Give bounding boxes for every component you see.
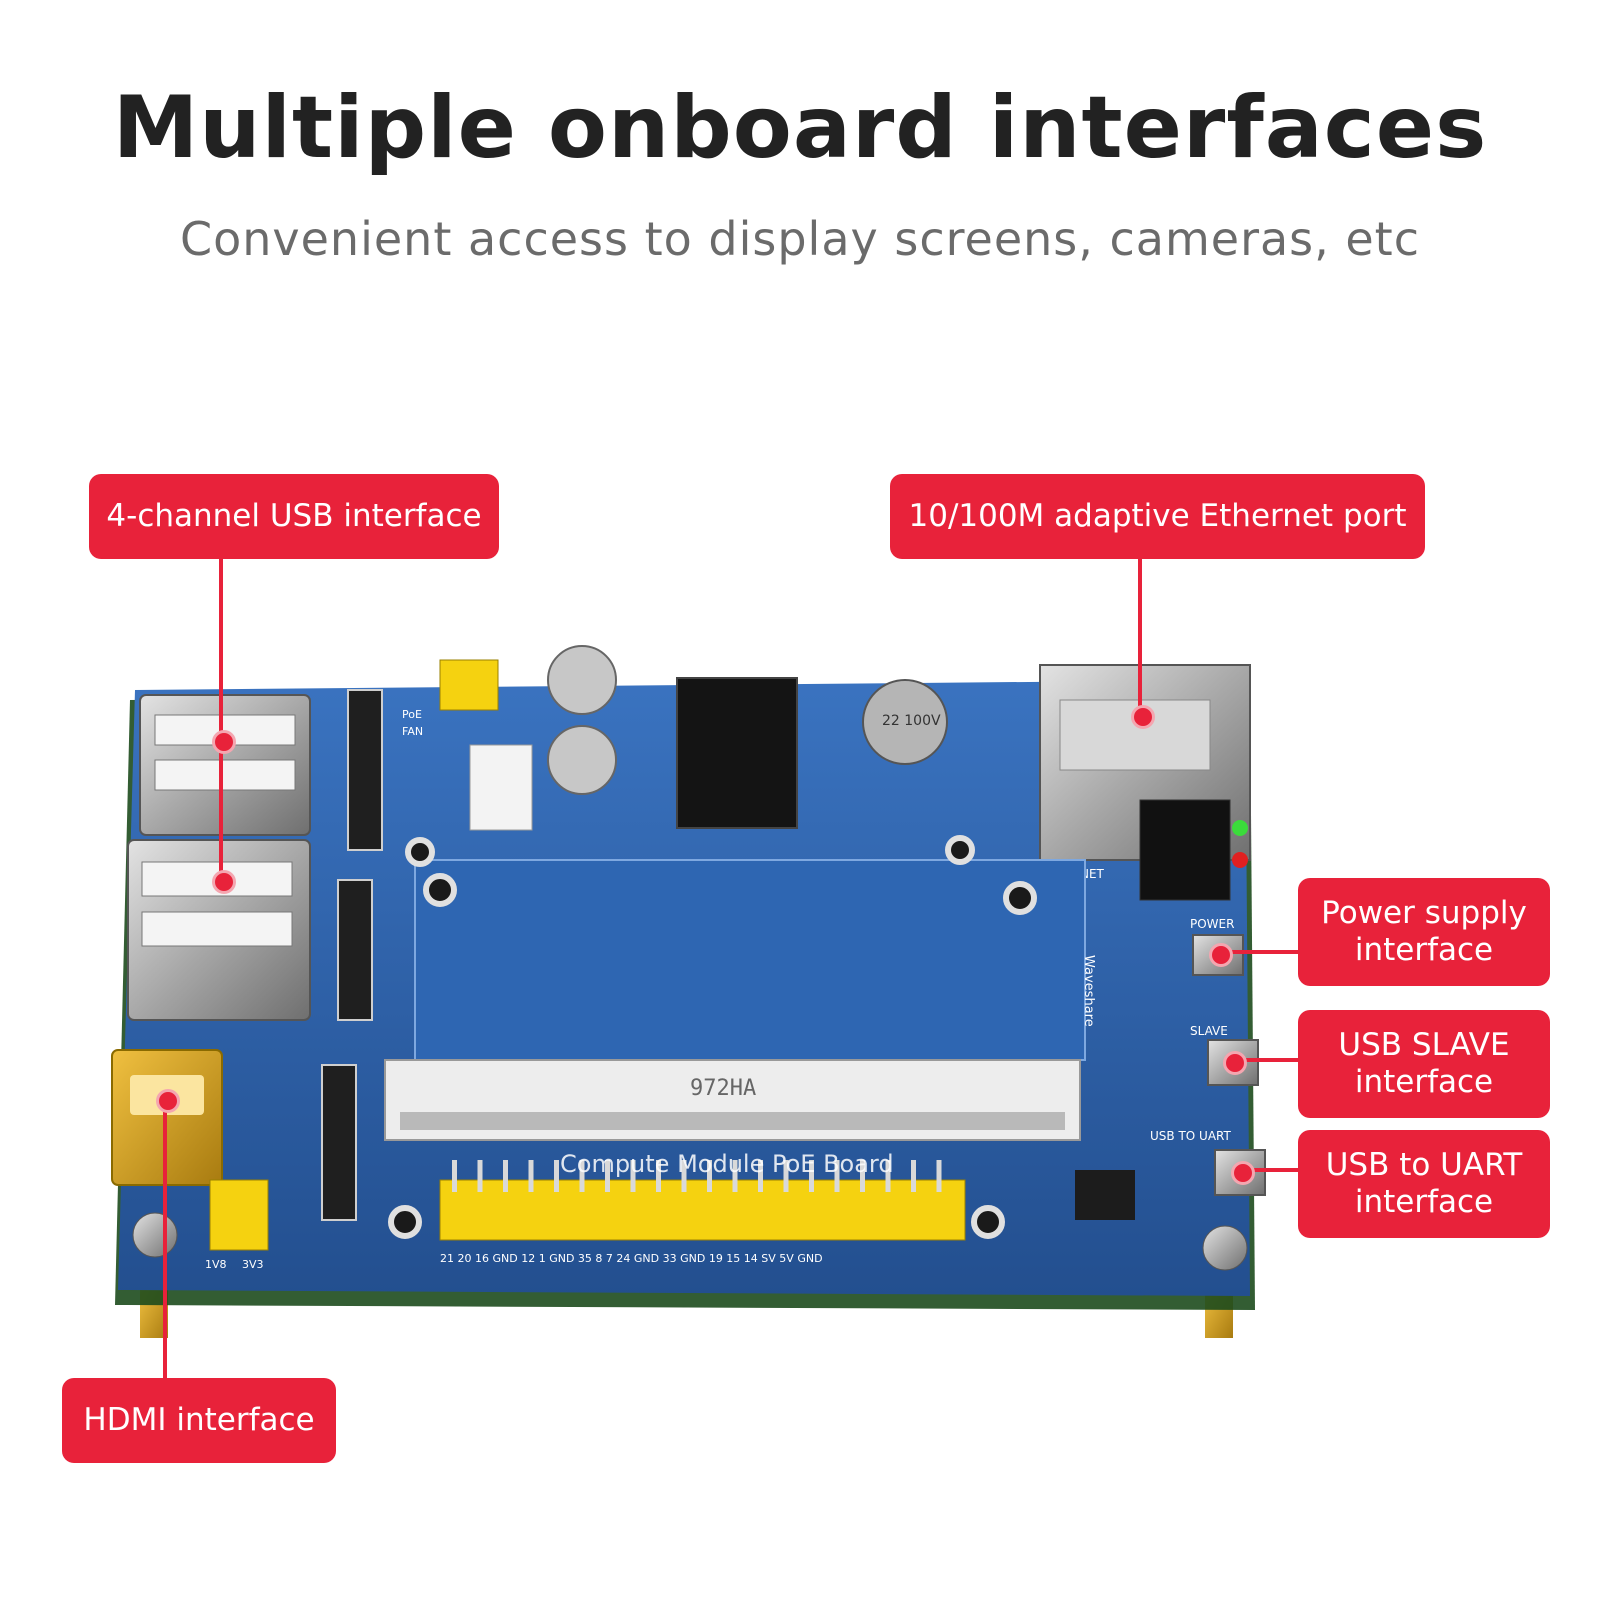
- mount-hole: [971, 1205, 1005, 1239]
- hdmi-leader-line: [163, 1098, 167, 1380]
- usb-leader-line: [219, 559, 223, 879]
- gpio-pin: [911, 1160, 916, 1192]
- gpio-pin: [885, 1160, 891, 1192]
- page-subtitle: Convenient access to display screens, ca…: [179, 212, 1421, 266]
- net-label: NET: [1080, 867, 1105, 881]
- gpio-pin: [936, 1160, 942, 1192]
- hdmi-marker-dot: [156, 1089, 180, 1113]
- gpio-pin: [732, 1160, 738, 1192]
- capacitor: [547, 645, 617, 715]
- uart-marker-dot: [1231, 1161, 1255, 1185]
- voltage-jumper: [209, 1179, 269, 1251]
- hdmi-port: [111, 1049, 223, 1186]
- uart-label: USB TO UART: [1150, 1129, 1231, 1143]
- pin-labels: 21 20 16 GND 12 1 GND 35 8 7 24 GND 33 G…: [440, 1252, 823, 1265]
- gpio-pin: [503, 1160, 508, 1192]
- brand-logo-text: Waveshare: [1081, 955, 1096, 1027]
- mount-hole: [945, 835, 975, 865]
- callout-usb-uart: USB to UART interface: [1298, 1130, 1550, 1238]
- callout-ethernet: 10/100M adaptive Ethernet port: [890, 474, 1425, 559]
- ethernet-port: [1039, 664, 1251, 901]
- power-leader-line: [1218, 950, 1298, 954]
- page-title: Multiple onboard interfaces: [112, 78, 1488, 178]
- power-marker-dot: [1209, 943, 1233, 967]
- uart-chip: [1075, 1170, 1135, 1220]
- power-label: POWER: [1190, 917, 1234, 931]
- v18-label: 1V8: [205, 1258, 227, 1271]
- gpio-pin: [554, 1160, 559, 1192]
- transformer: [676, 677, 798, 829]
- callout-hdmi: HDMI interface: [62, 1378, 336, 1463]
- gpio-pin: [707, 1160, 712, 1192]
- capacitor: [862, 679, 948, 765]
- screw: [1202, 1225, 1248, 1271]
- gpio-pin: [477, 1160, 483, 1192]
- gpio-pins: [452, 1160, 942, 1192]
- white-connector: [469, 744, 533, 831]
- slave-label: SLAVE: [1190, 1024, 1228, 1038]
- slave-leader-line: [1232, 1058, 1298, 1062]
- mount-hole: [1003, 881, 1037, 915]
- gpio-header: [439, 1179, 966, 1241]
- gpio-pin: [630, 1160, 636, 1192]
- gpio-pin: [579, 1160, 585, 1192]
- poe-label: PoE: [402, 708, 422, 721]
- gpio-pin: [528, 1160, 534, 1192]
- uart-leader-line: [1240, 1168, 1298, 1172]
- gpio-pin: [783, 1160, 789, 1192]
- mount-hole: [388, 1205, 422, 1239]
- gpio-pin: [452, 1160, 457, 1192]
- mount-hole: [423, 873, 457, 907]
- capacitor: [547, 725, 617, 795]
- fan-label: FAN: [402, 725, 423, 738]
- v33-label: 3V3: [242, 1258, 264, 1271]
- silkscreen-title: Compute Module PoE Board: [560, 1150, 894, 1178]
- fan-jumper: [439, 659, 499, 711]
- gpio-pin: [809, 1160, 814, 1192]
- ethernet-marker-dot: [1131, 705, 1155, 729]
- gpio-pin: [681, 1160, 687, 1192]
- usb-ports: [127, 694, 311, 1021]
- gpio-pin: [834, 1160, 840, 1192]
- gpio-pin: [605, 1160, 610, 1192]
- gpio-pin: [860, 1160, 865, 1192]
- callout-power: Power supply interface: [1298, 878, 1550, 986]
- mount-hole: [405, 837, 435, 867]
- gpio-pin: [656, 1160, 661, 1192]
- cap-label: 22 100V: [882, 713, 941, 729]
- slave-marker-dot: [1223, 1051, 1247, 1075]
- callout-usb: 4-channel USB interface: [89, 474, 499, 559]
- compute-module-area: [414, 859, 1086, 1061]
- gpio-pin: [758, 1160, 763, 1192]
- fpc-connectors: [321, 689, 383, 1221]
- ethernet-leader-line: [1138, 559, 1142, 714]
- power-microusb: [1192, 934, 1244, 976]
- screw: [132, 1212, 178, 1258]
- usb-marker-dot: [212, 870, 236, 894]
- socket-label: 972HA: [690, 1076, 756, 1101]
- callout-usb-slave: USB SLAVE interface: [1298, 1010, 1550, 1118]
- usb-marker-dot: [212, 730, 236, 754]
